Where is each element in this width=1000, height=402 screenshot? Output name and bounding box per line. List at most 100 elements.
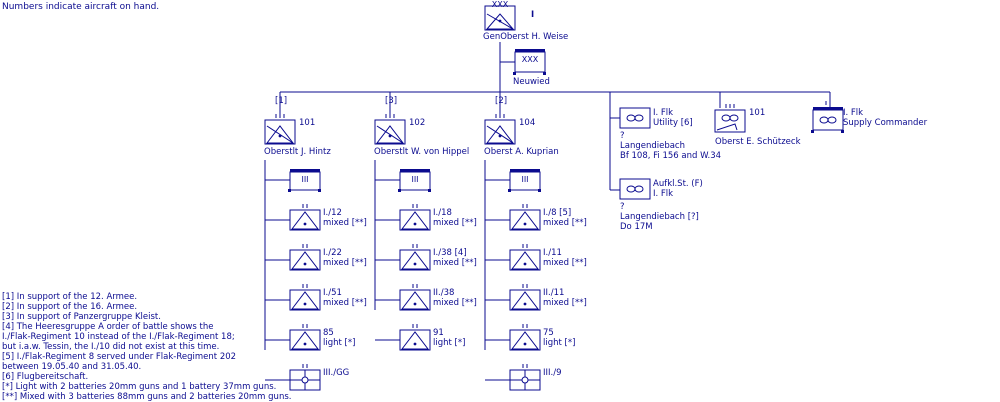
supply-wing-r (827, 116, 837, 124)
army-command-dot (498, 19, 502, 23)
col1-unit-2-box (289, 249, 321, 271)
footnote-4a: [4] The Heeresgruppe A order of battle s… (2, 322, 214, 332)
col2-regiment-diagonal (376, 125, 404, 144)
footnote-1: [1] In support of the 12. Armee. (2, 292, 138, 302)
col1-hq-bar (290, 169, 320, 172)
col3-unit-3-triangle (510, 291, 540, 310)
supply-line1: I. Flk (843, 108, 864, 118)
air-unit-1-line1: I. Flk (653, 108, 674, 118)
col3-unit-2-line2: mixed [**] (543, 258, 587, 268)
col3-unit-2-dot (523, 262, 527, 266)
col1-regiment-triangle (265, 125, 295, 144)
col1-unit-1-box (289, 209, 321, 231)
col2-unit-3-dot (413, 302, 417, 306)
col1-unit-4-line1: 85 (323, 328, 334, 338)
col1-unit-2-line2: mixed [**] (323, 258, 367, 268)
col1-hq-echelon: III (301, 175, 308, 184)
col2-hq-bar (400, 169, 430, 172)
col1-unit-3-line1: I./51 (323, 288, 342, 298)
header-note: Numbers indicate aircraft on hand. (2, 2, 160, 12)
col3-regiment-dot (498, 134, 502, 138)
col2-unit-4-box (399, 329, 431, 351)
col2-unit-3-line1: II./38 (433, 288, 455, 298)
supply-bar (813, 107, 843, 110)
col3-unit-4-triangle (510, 331, 540, 350)
col1-unit-4-triangle (290, 331, 320, 350)
column-2-note: [3] (385, 96, 398, 106)
col2-unit-1-triangle (400, 211, 430, 230)
col2-unit-4-line2: light [*] (433, 338, 466, 348)
col3-unit-2-triangle (510, 251, 540, 270)
column-1-commander: Oberstlt J. Hintz (264, 147, 331, 157)
footnote-3: [3] In support of Panzergruppe Kleist. (2, 312, 161, 322)
col3-unit-1-box (509, 209, 541, 231)
col2-unit-2-line2: mixed [**] (433, 258, 477, 268)
col3-unit-4-dot (523, 342, 527, 346)
col3-hq-wheel-l (508, 189, 511, 192)
col3-unit-1-line1: I./8 [5] (543, 208, 572, 218)
col3-unit-1-dot (523, 222, 527, 226)
col3-hq-echelon: III (521, 175, 528, 184)
army-echelon: XXX (492, 0, 509, 9)
footnote-light: [*] Light with 2 batteries 20mm guns and… (2, 382, 277, 392)
air-unit-1-question: ? (620, 131, 625, 141)
col3-unit-2-box (509, 249, 541, 271)
column-1-number: 101 (299, 118, 316, 128)
col2-hq-wheel-r (428, 189, 431, 192)
col1-unit-4-dot (303, 342, 307, 346)
col1-regiment-dot (278, 134, 282, 138)
air-unit-2-question: ? (620, 202, 625, 212)
commander-name: GenOberst H. Weise (483, 32, 569, 42)
col3-unit-3-box (509, 289, 541, 311)
col1-unit-4-box (289, 329, 321, 351)
col3-unit-1-line2: mixed [**] (543, 218, 587, 228)
col2-unit-1-line1: I./18 (433, 208, 452, 218)
col1-unit-4-line2: light [*] (323, 338, 356, 348)
transport-number: 101 (749, 108, 766, 118)
col2-unit-2-line1: I./38 [4] (433, 248, 467, 258)
col2-unit-3-triangle (400, 291, 430, 310)
air-unit-2-types: Do 17M (620, 222, 653, 232)
air-unit-2-base: Langendiebach [?] (620, 212, 699, 222)
col2-unit-4-dot (413, 342, 417, 346)
footnote-4b: I./Flak-Regiment 10 instead of the I./Fl… (2, 332, 235, 342)
col1-hq-wheel-l (288, 189, 291, 192)
col1-unit-1-line2: mixed [**] (323, 218, 367, 228)
footnote-4c: but i.a.w. Tessin, the I./10 did not exi… (2, 342, 220, 352)
footnote-6: [6] Flugbereitschaft. (2, 372, 89, 382)
hq-echelon: XXX (522, 55, 539, 64)
supply-line2: Supply Commander (843, 118, 928, 128)
col2-unit-2-triangle (400, 251, 430, 270)
hq-label: Neuwied (513, 77, 550, 87)
col1-unit-5-line1: III./GG (323, 368, 350, 378)
transport-wing-r (729, 114, 739, 122)
column-2-number: 102 (409, 118, 426, 128)
col2-regiment-triangle (375, 125, 405, 144)
col2-unit-3-line2: mixed [**] (433, 298, 477, 308)
col3-regiment-diagonal (486, 125, 514, 144)
air-unit-2-line1: Aufkl.St. (F) (653, 179, 703, 189)
col3-unit-4-line2: light [*] (543, 338, 576, 348)
col1-unit-2-line1: I./22 (323, 248, 342, 258)
footnote-5b: between 19.05.40 and 31.05.40. (2, 362, 142, 372)
supply-wheel-r (841, 130, 844, 133)
col3-hq-bar (510, 169, 540, 172)
col1-unit-1-triangle (290, 211, 320, 230)
col3-unit-5-line1: III./9 (543, 368, 562, 378)
footnote-2: [2] In support of the 16. Armee. (2, 302, 138, 312)
col1-unit-3-box (289, 289, 321, 311)
col2-hq-wheel-l (398, 189, 401, 192)
col1-unit-3-triangle (290, 291, 320, 310)
col1-unit-3-line2: mixed [**] (323, 298, 367, 308)
air-unit-2-line2: I. Flk (653, 189, 674, 199)
footnote-mixed: [**] Mixed with 3 batteries 88mm guns an… (2, 392, 292, 402)
footnote-5a: [5] I./Flak-Regiment 8 served under Flak… (2, 352, 237, 362)
col1-regiment-box (264, 119, 296, 145)
col2-unit-3-box (399, 289, 431, 311)
air-unit-1-base: Langendiebach (620, 141, 685, 151)
col3-unit-3-dot (523, 302, 527, 306)
hq-wheel-r (543, 72, 546, 75)
supply-wheel-l (811, 130, 814, 133)
col3-unit-3-line1: II./11 (543, 288, 565, 298)
